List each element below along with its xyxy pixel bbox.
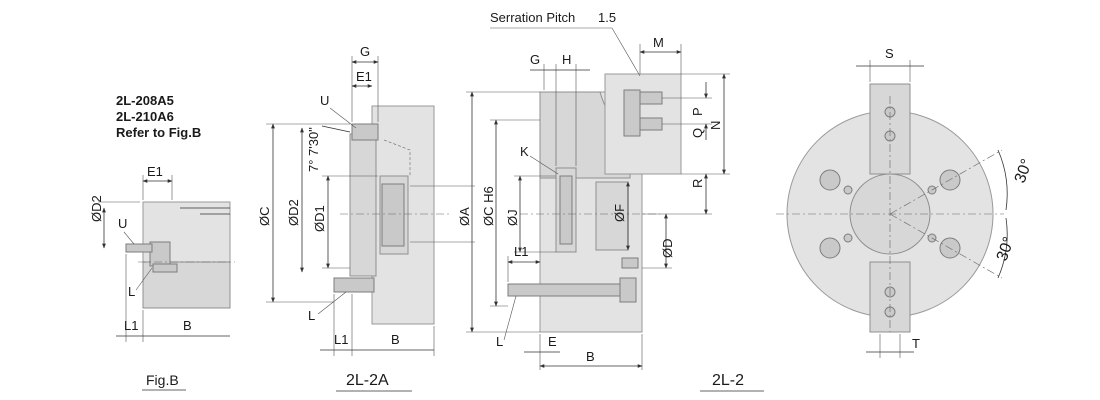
2l2-label-b: B <box>586 349 595 364</box>
2l2a-label-d1: ØD1 <box>312 205 327 232</box>
2l2-label-e: E <box>548 334 557 349</box>
2l2a-label-u: U <box>320 93 329 108</box>
2l2a-label-g: G <box>360 44 370 59</box>
2l2-label-l: L <box>496 334 503 349</box>
2l2a-l-leader <box>317 291 347 315</box>
2l2a-top-jaw <box>351 123 379 141</box>
2l2a-bottom-jaw <box>333 277 375 293</box>
2l2-title: 2L-2 <box>712 372 744 389</box>
front-angle-line <box>889 213 1003 279</box>
2l2-bolt-head <box>639 117 663 131</box>
front-label-angle-2: 30° <box>994 235 1018 264</box>
figb-title: Fig.B <box>146 372 179 388</box>
2l2a-label-d2: ØD2 <box>286 199 301 226</box>
2l2a-hidden-line <box>383 139 411 176</box>
front-view: S T 30° 30° <box>776 46 1036 358</box>
2l2-k-leader <box>529 155 559 175</box>
2l2-small-screw <box>621 257 639 269</box>
2l2a-title: 2L-2A <box>346 372 389 389</box>
figb-label-e1: E1 <box>147 164 163 179</box>
2l2-label-d: ØD <box>660 239 675 259</box>
2l2-label-g: G <box>530 52 540 67</box>
figb-label-b: B <box>183 318 192 333</box>
2l2-l-leader <box>503 295 517 341</box>
view-2l-2: Serration Pitch 1.5 G H M N P Q R K <box>457 10 764 392</box>
2l2-jaw-bolt <box>623 89 641 137</box>
2l2-label-f: ØF <box>612 204 627 222</box>
2l2-label-r: R <box>690 179 705 188</box>
note-line-2: 2L-210A6 <box>116 109 174 124</box>
figb-l-leader <box>135 267 153 291</box>
figb-pin <box>125 243 153 253</box>
model-note: 2L-208A5 2L-210A6 Refer to Fig.B <box>116 93 201 140</box>
serration-pitch-value: 1.5 <box>598 10 616 25</box>
serration-pitch-label: Serration Pitch <box>490 10 575 25</box>
figb-label-l1: L1 <box>124 318 138 333</box>
2l2-label-m: M <box>653 35 664 50</box>
2l2-label-h: H <box>562 52 571 67</box>
front-angle-arc <box>997 217 1008 279</box>
2l2a-label-angle: 7° 7'30" <box>306 127 321 172</box>
2l2-label-n: N <box>708 121 723 130</box>
figb-label-u: U <box>118 216 127 231</box>
2l2-bottom-bolt <box>507 283 637 297</box>
front-small-hole <box>843 185 853 195</box>
2l2-label-q: Q <box>690 128 705 138</box>
2l2-label-p: P <box>690 107 705 116</box>
note-line-1: 2L-208A5 <box>116 93 174 108</box>
2l2a-bore-inner <box>381 183 405 247</box>
2l2-label-c: ØC H6 <box>481 186 496 226</box>
2l2-bolt-head <box>639 91 663 105</box>
2l2-label-j: ØJ <box>505 209 520 226</box>
front-mount-hole <box>819 169 841 191</box>
2l2a-angle-line <box>321 125 351 133</box>
2l2-plunger-core <box>559 175 573 245</box>
front-small-hole <box>843 233 853 243</box>
front-label-t: T <box>912 336 920 351</box>
figb-view: E1 ØD2 U L L1 B Fig.B <box>89 164 235 391</box>
2l2-label-l1: L1 <box>514 244 528 259</box>
front-label-angle-1: 30° <box>1012 157 1036 186</box>
2l2-bottom-bolt-head <box>619 277 637 303</box>
2l2-label-k: K <box>520 144 529 159</box>
figb-jaw <box>149 241 171 267</box>
2l2a-label-e1: E1 <box>356 69 372 84</box>
serration-pitch-leader <box>490 27 641 77</box>
front-angle-arc <box>997 149 1008 211</box>
figb-label-l: L <box>128 284 135 299</box>
2l2a-jaw-column <box>349 133 377 277</box>
2l2a-label-l: L <box>308 308 315 323</box>
2l2-label-a: ØA <box>457 207 472 226</box>
figb-u-leader <box>123 231 135 245</box>
2l2a-label-b: B <box>391 332 400 347</box>
front-label-s: S <box>885 46 894 61</box>
2l2a-label-c: ØC <box>257 207 272 227</box>
front-angle-line <box>889 149 1003 215</box>
front-mount-hole <box>819 237 841 259</box>
view-2l-2a: G E1 U 7° 7'30" ØC ØD2 ØD1 L L1 B 2L-2A <box>257 44 475 392</box>
figb-slot <box>152 263 178 273</box>
figb-label-d2: ØD2 <box>89 195 104 222</box>
2l2a-u-leader <box>329 107 357 129</box>
2l2a-label-l1: L1 <box>334 332 348 347</box>
note-line-3: Refer to Fig.B <box>116 125 201 140</box>
